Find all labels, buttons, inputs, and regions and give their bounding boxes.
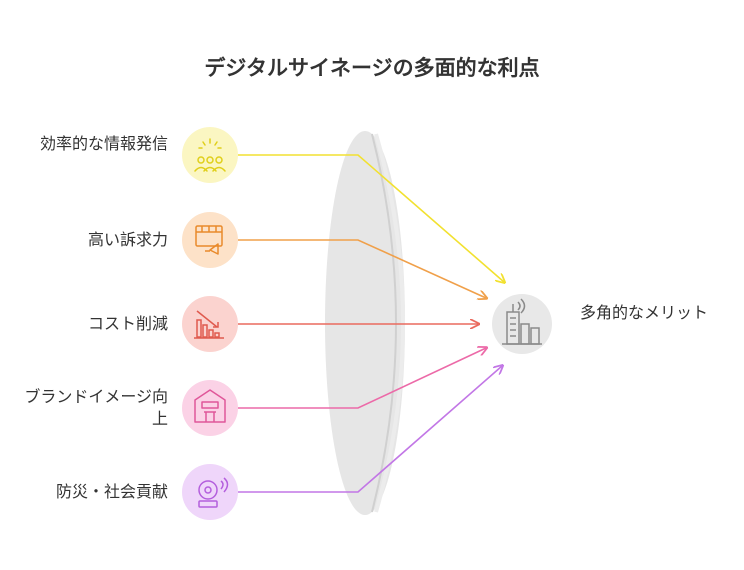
city-signal-icon bbox=[492, 294, 552, 354]
input-label-3: コスト削減 bbox=[87, 314, 168, 333]
connector-5 bbox=[238, 366, 502, 493]
connector-4 bbox=[238, 348, 486, 409]
declining-chart-icon bbox=[182, 296, 238, 352]
input-label-4: ブランドイメージ向上 bbox=[24, 387, 168, 428]
input-label-1: 効率的な情報発信 bbox=[39, 134, 168, 153]
input-label-5: 防災・社会貢献 bbox=[55, 482, 168, 501]
connector-2 bbox=[238, 239, 486, 298]
alarm-bell-icon bbox=[182, 464, 238, 520]
lens-shape bbox=[325, 131, 405, 515]
storefront-icon bbox=[182, 380, 238, 436]
output-label: 多角的なメリット bbox=[580, 303, 709, 322]
connector-1 bbox=[238, 154, 504, 282]
billboard-megaphone-icon bbox=[182, 212, 238, 268]
input-label-2: 高い訴求力 bbox=[87, 230, 168, 249]
crowd-sparkle-icon bbox=[182, 127, 238, 183]
diagram-title: デジタルサイネージの多面的な利点 bbox=[204, 56, 540, 80]
